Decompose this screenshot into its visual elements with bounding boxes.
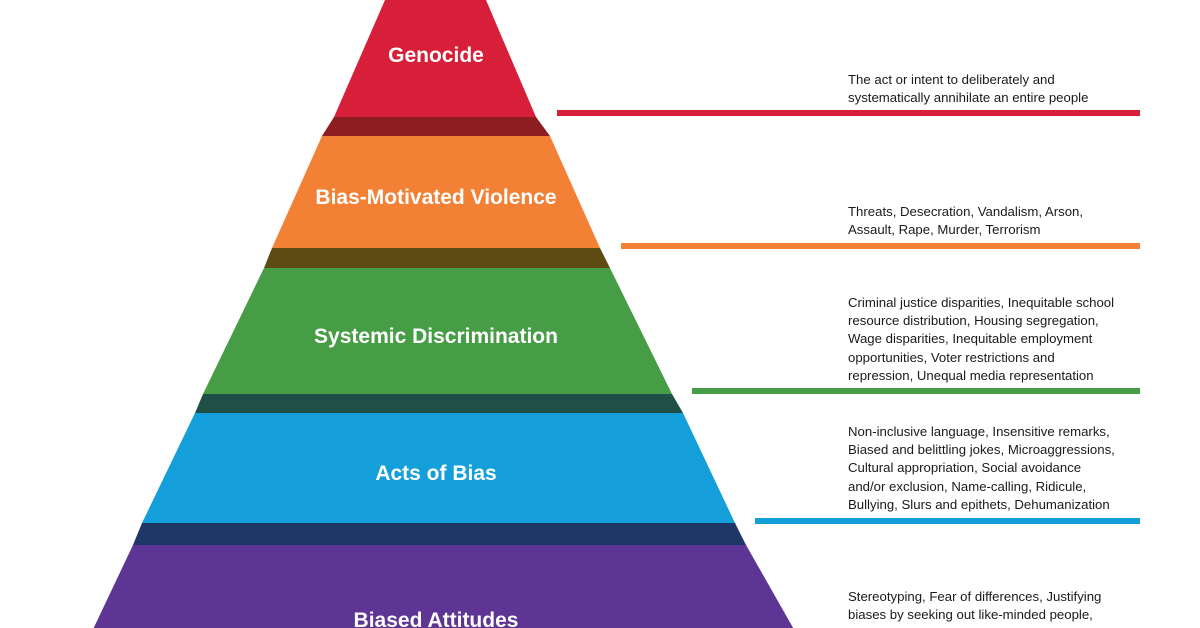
connector-line-bias-motivated-violence xyxy=(621,243,1140,249)
description-line: resource distribution, Housing segregati… xyxy=(848,313,1099,329)
connector-line-acts-of-bias xyxy=(755,518,1140,524)
tier-shadow-genocide xyxy=(322,117,550,136)
connector-line-systemic-discrimination xyxy=(692,388,1140,394)
description-line: Non-inclusive language, Insensitive rema… xyxy=(848,424,1110,439)
description-acts-of-bias: Non-inclusive language, Insensitive rema… xyxy=(848,423,1148,514)
description-line: Biased and belittling jokes, Microaggres… xyxy=(848,442,1115,458)
description-biased-attitudes: Stereotyping, Fear of differences, Justi… xyxy=(848,588,1148,624)
tier-genocide xyxy=(334,0,536,117)
description-line: Stereotyping, Fear of differences, Justi… xyxy=(848,589,1102,604)
description-line: Threats, Desecration, Vandalism, Arson, xyxy=(848,204,1084,219)
tier-label-bias-motivated-violence: Bias-Motivated Violence xyxy=(315,186,556,209)
description-line: Wage disparities, Inequitable employment xyxy=(848,331,1093,347)
description-line: repression, Unequal media representation xyxy=(848,367,1094,383)
tier-shadow-acts-of-bias xyxy=(133,523,746,545)
tier-bias-motivated-violence xyxy=(272,136,600,248)
description-line: The act or intent to deliberately and xyxy=(848,72,1055,87)
tier-label-biased-attitudes: Biased Attitudes xyxy=(354,609,519,628)
tier-label-systemic-discrimination: Systemic Discrimination xyxy=(314,325,558,348)
description-systemic-discrimination: Criminal justice disparities, Inequitabl… xyxy=(848,294,1148,385)
description-line: Criminal justice disparities, Inequitabl… xyxy=(848,295,1115,310)
description-line: Assault, Rape, Murder, Terrorism xyxy=(848,222,1041,238)
description-line: Bullying, Slurs and epithets, Dehumaniza… xyxy=(848,496,1110,512)
tier-label-genocide: Genocide xyxy=(388,44,484,67)
tier-biased-attitudes xyxy=(93,545,794,628)
description-genocide: The act or intent to deliberately and sy… xyxy=(848,71,1148,107)
tier-acts-of-bias xyxy=(142,413,735,523)
description-line: and/or exclusion, Name-calling, Ridicule… xyxy=(848,478,1087,494)
description-line: systematically annihilate an entire peop… xyxy=(848,90,1089,106)
tier-label-acts-of-bias: Acts of Bias xyxy=(375,462,496,485)
tier-systemic-discrimination xyxy=(203,268,672,394)
description-line: Cultural appropriation, Social avoidance xyxy=(848,460,1082,476)
description-line: biases by seeking out like-minded people… xyxy=(848,607,1093,623)
description-line: opportunities, Voter restrictions and xyxy=(848,349,1055,365)
connector-line-genocide xyxy=(557,110,1140,116)
tier-shadow-bias-motivated-violence xyxy=(264,248,610,268)
description-bias-motivated-violence: Threats, Desecration, Vandalism, Arson, … xyxy=(848,203,1148,239)
tier-shadow-systemic-discrimination xyxy=(195,394,683,413)
